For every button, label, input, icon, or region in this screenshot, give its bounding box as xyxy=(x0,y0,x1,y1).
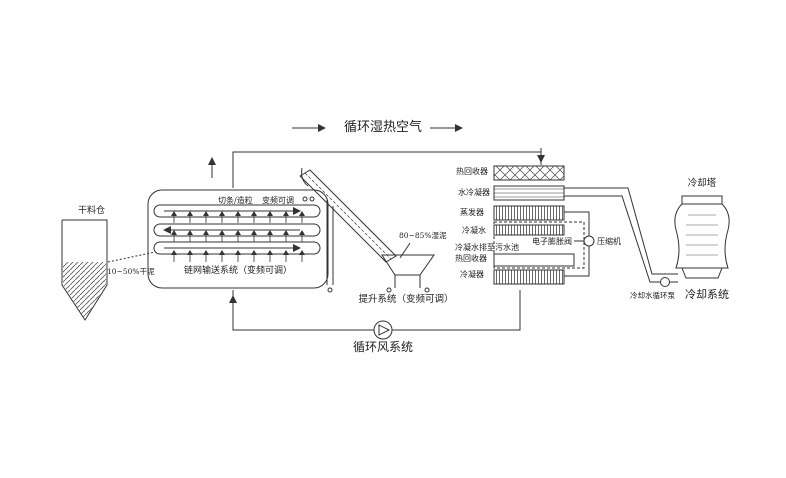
conveyor-belt-2 xyxy=(153,223,321,237)
cooling-pump-icon xyxy=(660,277,670,287)
cooling-supply-line xyxy=(564,187,678,275)
heat-recovery-2-label: 热回收器 xyxy=(455,253,487,263)
freq-control-label: 变频可调 xyxy=(262,195,294,205)
lift-system: 80~85%湿泥 提升系统（变频可调） xyxy=(299,167,454,305)
wet-sludge-label: 80~85%湿泥 xyxy=(399,231,447,240)
silo-label: 干料仓 xyxy=(78,204,105,216)
lift-label: 提升系统（变频可调） xyxy=(358,293,453,305)
compressor-label: 压缩机 xyxy=(597,236,621,246)
condensate-label: 冷凝水 xyxy=(462,225,486,235)
silo: 干料仓 10~50%干泥 xyxy=(61,204,156,321)
condensate-drain-label: 冷凝水排至污水池 xyxy=(455,242,519,252)
cooling-tower-label: 冷却塔 xyxy=(688,177,717,189)
water-condenser-label: 水冷凝器 xyxy=(458,187,490,197)
heat-recovery-1 xyxy=(493,165,565,181)
cooling-system-label: 冷却系统 xyxy=(685,288,729,301)
cut-granulate-label: 切条/造粒 xyxy=(218,195,253,205)
expansion-valve-label: 电子膨胀阀 xyxy=(532,236,572,246)
fan-triangle-icon xyxy=(378,324,391,336)
conveyor-label: 链网输送系统（变频可调） xyxy=(184,264,292,276)
dryer-chamber: 切条/造粒 变频可调 链网输送系统（变频可调） xyxy=(147,189,333,293)
heat-pump-unit: 热回收器 水冷凝器 蒸发器 冷凝水 冷凝水排至污水池 电子膨胀阀 热回收器 冷凝… xyxy=(455,165,621,285)
evaporator xyxy=(493,205,565,221)
cooling-pump-label: 冷却水循环泵 xyxy=(630,290,675,300)
compressor-icon xyxy=(583,235,595,247)
conveyor-belt-1 xyxy=(153,204,321,218)
condenser-label: 冷凝器 xyxy=(460,269,484,279)
title-group: 循环湿热空气 xyxy=(292,119,463,135)
heat-recovery-1-label: 热回收器 xyxy=(456,166,488,176)
diagram-title: 循环湿热空气 xyxy=(344,119,422,135)
circulation-fan-label: 循环风系统 xyxy=(353,340,413,354)
condenser xyxy=(493,269,565,285)
dry-sludge-label: 10~50%干泥 xyxy=(107,267,155,276)
discharge-line xyxy=(107,251,156,263)
cooling-tower: 冷却塔 冷却系统 xyxy=(674,177,730,301)
evaporator-label: 蒸发器 xyxy=(460,207,484,217)
